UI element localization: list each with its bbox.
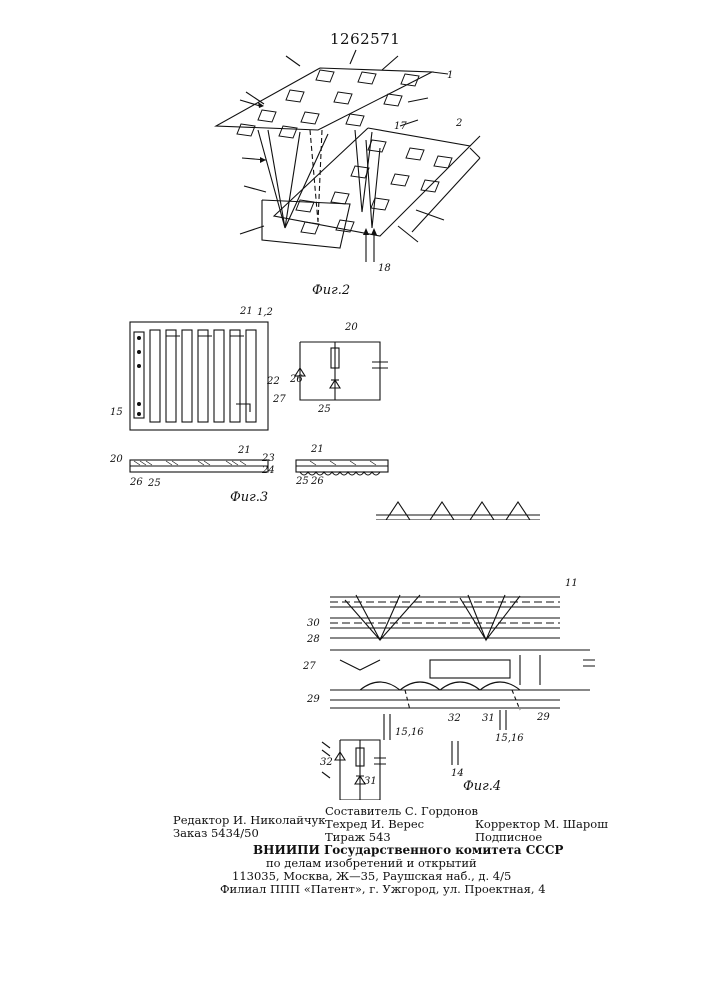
fig4-label-29b: 29: [537, 712, 550, 723]
imprint-branch: Филиал ППП «Патент», г. Ужгород, ул. Про…: [220, 883, 546, 896]
fig4-label-27: 27: [303, 661, 316, 672]
fig4-label-11: 11: [565, 578, 578, 589]
fig4-label-32b: 32: [320, 757, 333, 768]
fig4-label-31b: 31: [364, 776, 377, 787]
fig4-label-15-16: 15,16: [395, 727, 424, 738]
fig4-label-30: 30: [307, 618, 320, 629]
figure-4-drawing: [0, 0, 707, 800]
fig4-label-15-16b: 15,16: [495, 733, 524, 744]
fig4-label-31: 31: [482, 713, 495, 724]
fig4-label-32: 32: [448, 713, 461, 724]
fig4-caption: Фиг.4: [463, 779, 501, 794]
imprint-order: Заказ 5434/50: [173, 827, 259, 840]
fig4-label-14: 14: [451, 768, 464, 779]
fig4-label-28: 28: [307, 634, 320, 645]
fig4-label-29: 29: [307, 694, 320, 705]
